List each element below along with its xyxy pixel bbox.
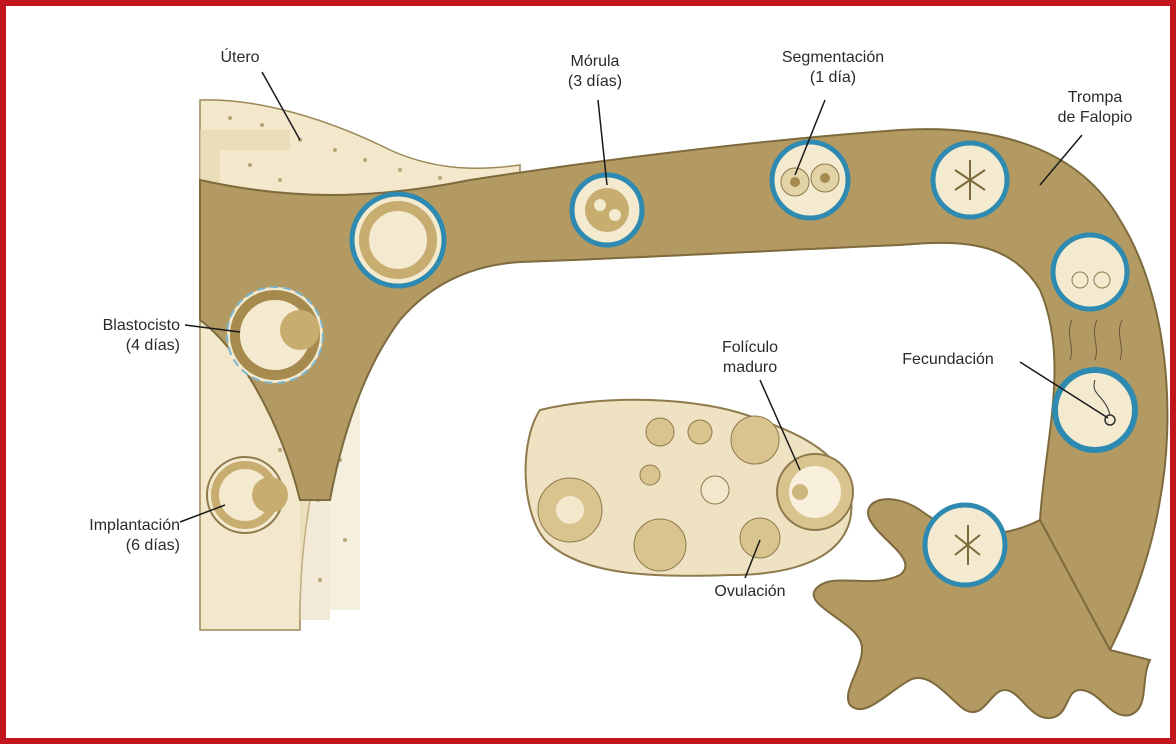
ovulated-oocyte-cell: [925, 505, 1005, 585]
label-segmentacion-line2: (1 día): [748, 68, 918, 88]
ovary: [526, 400, 853, 576]
label-segmentacion: Segmentación (1 día): [748, 48, 918, 88]
label-blastocisto: Blastocisto (4 días): [40, 316, 180, 356]
label-morula: Mórula (3 días): [520, 52, 670, 92]
blastocyst-cell: [227, 287, 323, 383]
segmentation-cell: [772, 142, 848, 218]
morula-cell: [572, 175, 642, 245]
label-trompa-line2: de Falopio: [1030, 108, 1160, 128]
label-ovulacion-text: Ovulación: [690, 582, 810, 602]
mature-follicle: [777, 454, 853, 530]
label-fecundacion: Fecundación: [878, 350, 1018, 370]
label-trompa: Trompa de Falopio: [1030, 88, 1160, 128]
label-utero-text: Útero: [200, 48, 280, 68]
pronuclei-cell: [1053, 235, 1127, 309]
label-implantacion-line2: (6 días): [30, 536, 180, 556]
label-foliculo: Folículo maduro: [690, 338, 810, 378]
label-fecundacion-text: Fecundación: [878, 350, 1018, 370]
zygote-cell: [933, 143, 1007, 217]
morula-cell-large: [352, 194, 444, 286]
label-segmentacion-line1: Segmentación: [748, 48, 918, 68]
label-morula-line2: (3 días): [520, 72, 670, 92]
label-trompa-line1: Trompa: [1030, 88, 1160, 108]
label-blastocisto-line2: (4 días): [40, 336, 180, 356]
label-blastocisto-line1: Blastocisto: [40, 316, 180, 336]
label-morula-line1: Mórula: [520, 52, 670, 72]
label-implantacion: Implantación (6 días): [30, 516, 180, 556]
label-utero: Útero: [200, 48, 280, 68]
label-foliculo-line2: maduro: [690, 358, 810, 378]
label-foliculo-line1: Folículo: [690, 338, 810, 358]
label-ovulacion: Ovulación: [690, 582, 810, 602]
label-implantacion-line1: Implantación: [30, 516, 180, 536]
